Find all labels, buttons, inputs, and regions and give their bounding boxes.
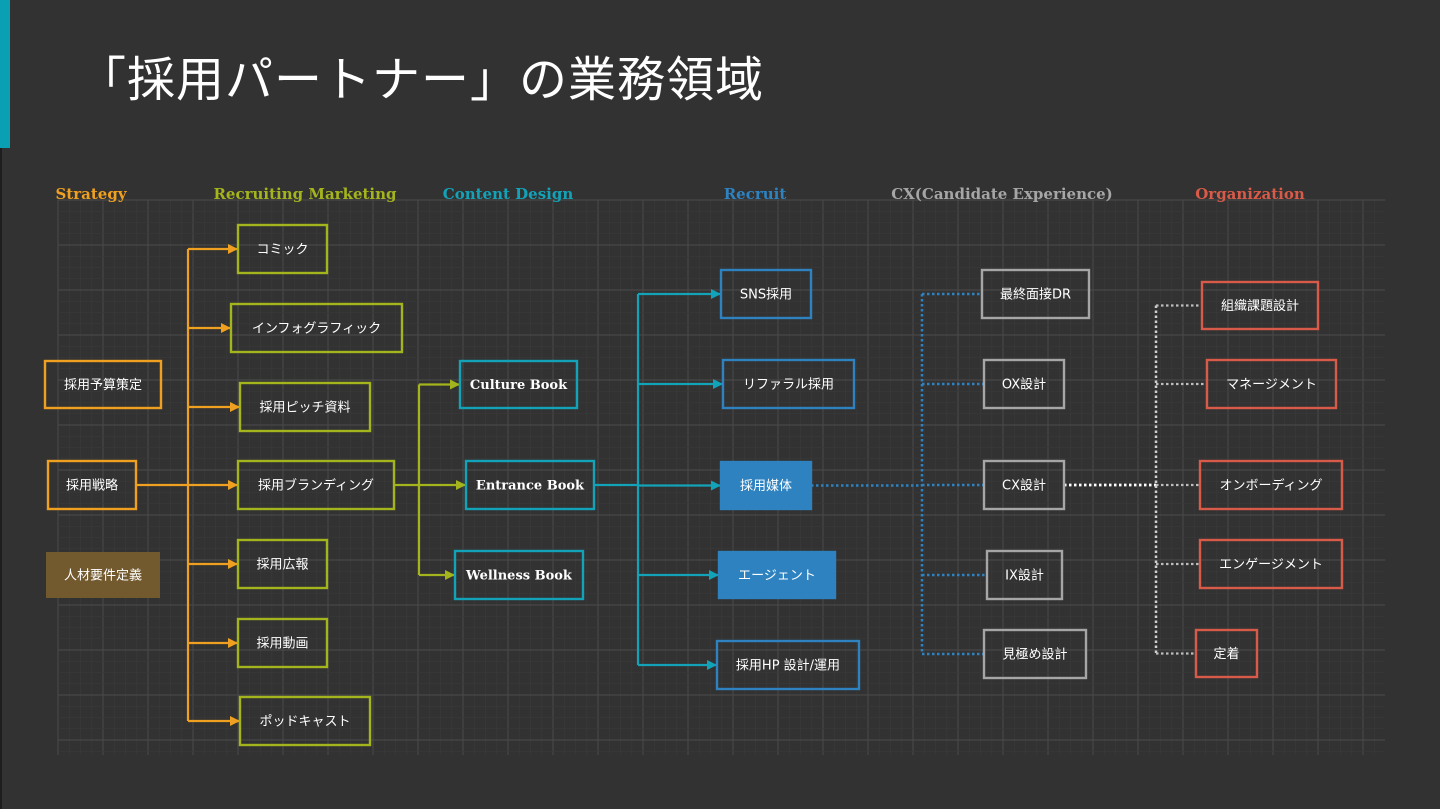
node-label: オンボーディング (1219, 478, 1322, 494)
column-header-recruiting-marketing: Recruiting Marketing (213, 185, 397, 203)
node-content-design[interactable]: Culture Book (458, 359, 579, 410)
accent-bar (0, 0, 10, 148)
node-recruiting-marketing[interactable]: ポッドキャスト (238, 695, 372, 747)
column-header-content-design: Content Design (443, 185, 574, 203)
node-box[interactable] (717, 550, 837, 600)
slide-left-edge (0, 148, 2, 809)
node-box[interactable] (458, 359, 579, 410)
node-label: 人材要件定義 (64, 568, 142, 584)
page-title: 「採用パートナー」の業務領域 (78, 52, 765, 108)
node-box[interactable] (1198, 459, 1344, 511)
node-label: CX設計 (1002, 478, 1046, 494)
node-label: OX設計 (1002, 377, 1046, 393)
node-label: 組織課題設計 (1221, 298, 1299, 314)
column-header-cx: CX(Candidate Experience) (891, 185, 1113, 203)
node-box[interactable] (982, 459, 1066, 511)
node-box[interactable] (982, 628, 1088, 680)
node-organization[interactable]: 組織課題設計 (1200, 280, 1320, 331)
node-box[interactable] (236, 459, 396, 511)
node-recruit[interactable]: 採用HP 設計/運用 (715, 639, 861, 691)
node-label: Wellness Book (465, 569, 573, 584)
node-label: 採用予算策定 (64, 377, 142, 393)
node-label: 採用ピッチ資料 (259, 401, 350, 416)
node-box[interactable] (453, 549, 585, 601)
node-box[interactable] (982, 358, 1066, 410)
node-label: Entrance Book (476, 479, 585, 494)
background-grid (57, 199, 1385, 755)
node-recruiting-marketing[interactable]: 採用ピッチ資料 (238, 381, 372, 433)
node-label: 採用ブランディング (258, 478, 374, 494)
column-header-organization: Organization (1195, 185, 1305, 203)
node-recruiting-marketing[interactable]: 採用動画 (236, 617, 329, 669)
column-header-strategy: Strategy (55, 185, 127, 203)
node-box[interactable] (1198, 538, 1344, 590)
node-organization[interactable]: エンゲージメント (1198, 538, 1344, 590)
node-label: 採用HP 設計/運用 (736, 658, 840, 674)
node-label: 採用広報 (256, 558, 308, 573)
node-recruiting-marketing[interactable]: コミック (236, 223, 329, 275)
node-box[interactable] (719, 268, 813, 320)
connectors (136, 244, 1207, 726)
node-label: 採用媒体 (740, 479, 792, 494)
node-box[interactable] (1205, 358, 1338, 410)
node-box[interactable] (1194, 628, 1259, 679)
column-header-recruit: Recruit (724, 185, 787, 203)
node-label: コミック (256, 243, 308, 258)
node-organization[interactable]: マネージメント (1205, 358, 1338, 410)
node-content-design[interactable]: Wellness Book (453, 549, 585, 601)
node-content-design[interactable]: Entrance Book (464, 459, 596, 511)
node-label: 見極め設計 (1002, 647, 1067, 663)
node-label: SNS採用 (740, 288, 792, 303)
node-strategy[interactable]: 人材要件定義 (46, 552, 160, 598)
node-box[interactable] (719, 460, 813, 511)
node-label: ポッドキャスト (259, 715, 350, 730)
node-box[interactable] (238, 695, 372, 747)
node-cx[interactable]: CX設計 (982, 459, 1066, 511)
node-cx[interactable]: 最終面接DR (980, 268, 1091, 320)
node-cx[interactable]: OX設計 (982, 358, 1066, 410)
node-strategy[interactable]: 採用予算策定 (43, 359, 163, 410)
node-recruiting-marketing[interactable]: インフォグラフィック (229, 302, 404, 354)
node-box[interactable] (715, 639, 861, 691)
node-organization[interactable]: 定着 (1194, 628, 1259, 679)
node-box[interactable] (46, 459, 138, 511)
node-recruiting-marketing[interactable]: 採用ブランディング (236, 459, 396, 511)
node-box[interactable] (236, 538, 329, 590)
node-label: インフォグラフィック (252, 322, 381, 337)
node-strategy[interactable]: 採用戦略 (46, 459, 138, 511)
node-label: IX設計 (1005, 568, 1044, 584)
node-recruit[interactable]: リファラル採用 (721, 358, 856, 410)
node-box[interactable] (236, 617, 329, 669)
node-organization[interactable]: オンボーディング (1198, 459, 1344, 511)
node-recruiting-marketing[interactable]: 採用広報 (236, 538, 329, 590)
column-headers: Strategy Recruiting Marketing Content Desi… (55, 185, 1304, 203)
node-box[interactable] (46, 552, 160, 598)
node-label: Culture Book (470, 378, 568, 393)
node-label: エンゲージメント (1219, 558, 1323, 573)
node-box[interactable] (43, 359, 163, 410)
node-recruit[interactable]: 採用媒体 (719, 460, 813, 511)
node-cx[interactable]: IX設計 (985, 549, 1064, 601)
node-label: 最終面接DR (1000, 287, 1071, 303)
node-box[interactable] (229, 302, 404, 354)
node-box[interactable] (985, 549, 1064, 601)
node-label: エージェント (738, 569, 816, 584)
node-box[interactable] (721, 358, 856, 410)
node-label: 定着 (1213, 646, 1239, 662)
node-label: 採用戦略 (66, 478, 118, 494)
node-box[interactable] (236, 223, 329, 275)
node-cx[interactable]: 見極め設計 (982, 628, 1088, 680)
node-label: 採用動画 (256, 637, 308, 652)
node-box[interactable] (238, 381, 372, 433)
node-label: リファラル採用 (743, 378, 834, 393)
node-box[interactable] (980, 268, 1091, 320)
node-recruit[interactable]: SNS採用 (719, 268, 813, 320)
node-box[interactable] (1200, 280, 1320, 331)
node-box[interactable] (464, 459, 596, 511)
node-recruit[interactable]: エージェント (717, 550, 837, 600)
node-label: マネージメント (1226, 378, 1317, 393)
